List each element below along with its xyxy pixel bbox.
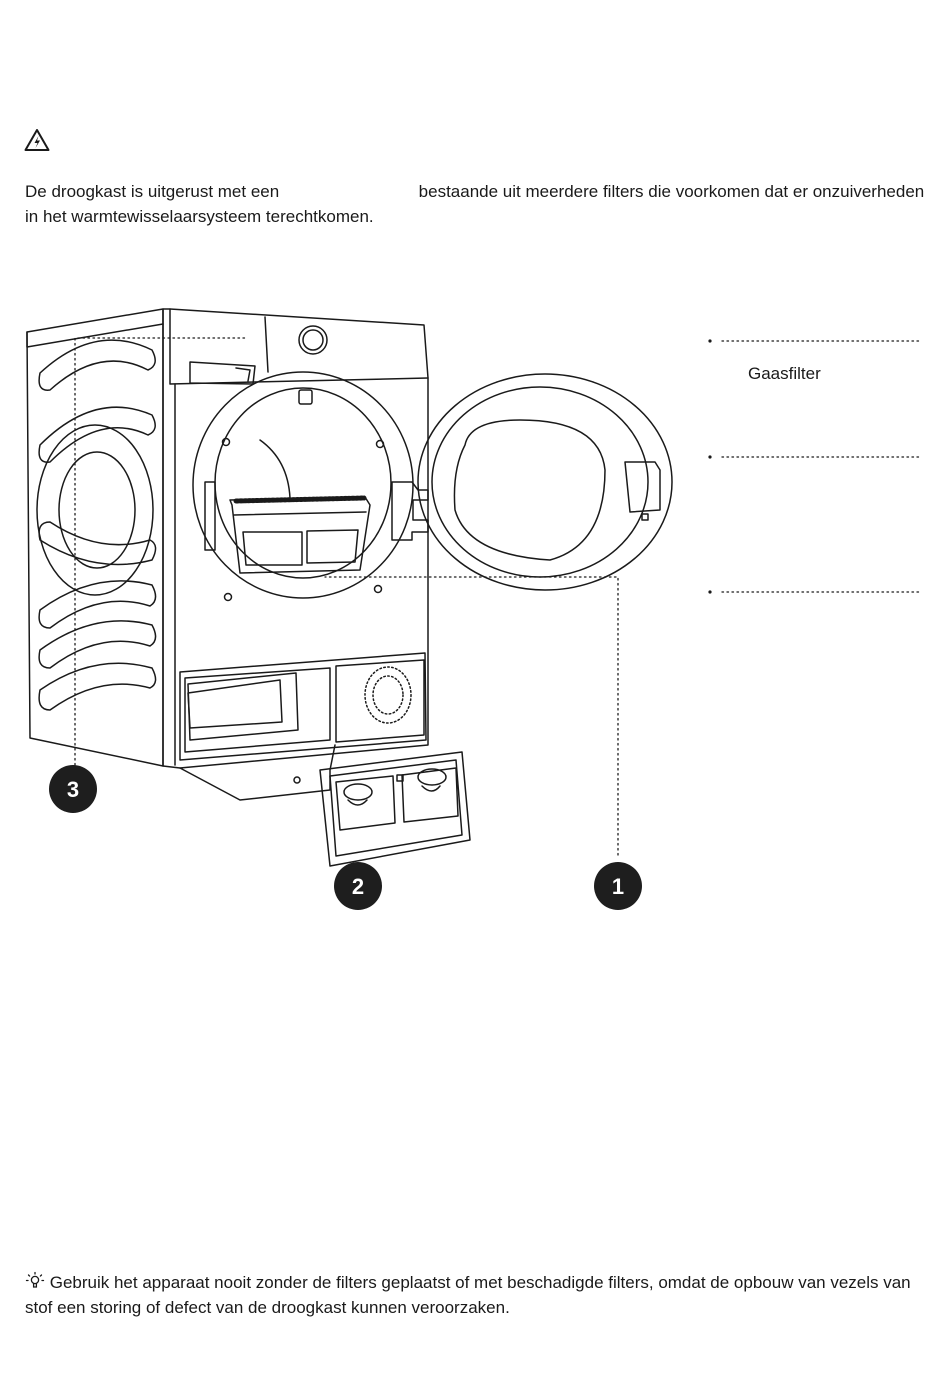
callout-label-gaasfilter: Gaasfilter [748, 364, 821, 383]
heat-exchanger-filter-2 [319, 751, 471, 867]
marker-2: 2 [334, 862, 382, 910]
leader-line-3 [74, 337, 246, 766]
intro-text-before: De droogkast is uitgerust met een [25, 182, 280, 201]
electric-warning-icon [24, 129, 50, 151]
dryer-illustration: 3 2 1 [26, 308, 923, 910]
water-tank-drawer [189, 361, 256, 385]
lightbulb-icon [25, 1271, 45, 1288]
marker-2-label: 2 [352, 874, 364, 899]
marker-1-label: 1 [612, 874, 624, 899]
lint-filter-1 [229, 495, 371, 574]
tip-text: Gebruik het apparaat nooit zonder de fil… [25, 1273, 911, 1317]
lower-panel [179, 652, 427, 761]
marker-3: 3 [49, 765, 97, 813]
intro-paragraph: De droogkast is uitgerust met een bestaa… [25, 179, 930, 229]
marker-1: 1 [594, 862, 642, 910]
power-knob [298, 325, 328, 355]
side-ribs [36, 339, 157, 711]
dryer-door [391, 373, 673, 591]
dryer-front [162, 308, 429, 769]
marker-3-label: 3 [67, 777, 79, 802]
dryer-side-panel [26, 308, 164, 767]
leader-line-1 [324, 576, 619, 856]
door-opening [192, 371, 414, 599]
tip-paragraph: Gebruik het apparaat nooit zonder de fil… [25, 1270, 930, 1320]
intro-text-after: bestaande uit meerdere filters die voork… [25, 182, 925, 226]
